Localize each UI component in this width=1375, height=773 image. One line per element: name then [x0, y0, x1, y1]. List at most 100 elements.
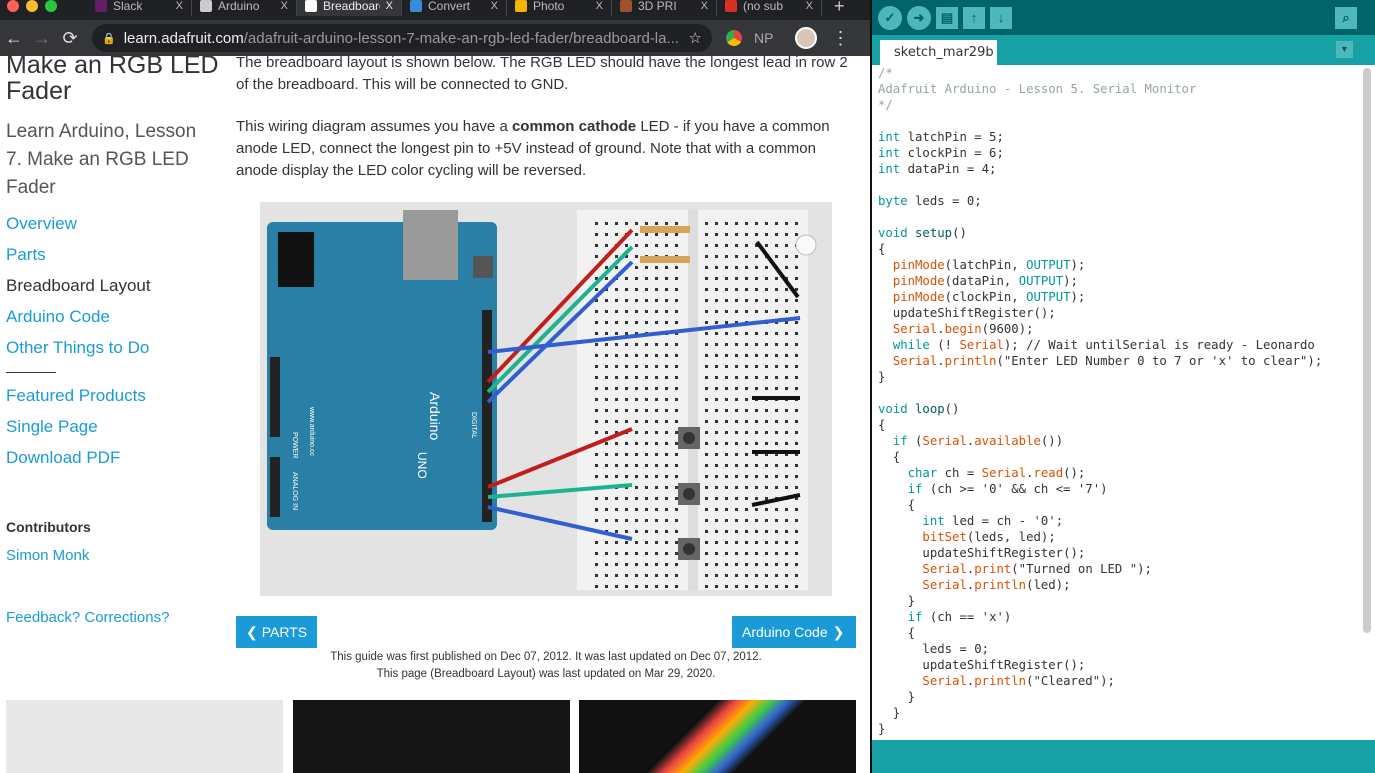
- breadboard-hole: [725, 332, 728, 335]
- breadboard-hole: [765, 387, 768, 390]
- breadboard-hole: [605, 563, 608, 566]
- breadboard-hole: [615, 442, 618, 445]
- save-sketch-icon[interactable]: ↓: [990, 6, 1012, 29]
- breadboard-hole: [745, 508, 748, 511]
- tab-close-icon[interactable]: X: [700, 0, 708, 12]
- breadboard-hole: [635, 530, 638, 533]
- breadboard-hole: [775, 574, 778, 577]
- contributor-link[interactable]: Simon Monk: [6, 547, 90, 564]
- tab-close-icon[interactable]: X: [280, 0, 288, 12]
- new-tab-button[interactable]: +: [834, 0, 845, 16]
- next-page-button[interactable]: Arduino Code❯: [732, 616, 856, 648]
- breadboard-hole: [655, 574, 658, 577]
- extension-np[interactable]: NP: [754, 30, 774, 46]
- tab-close-icon[interactable]: X: [175, 0, 183, 12]
- breadboard-hole: [715, 453, 718, 456]
- forward-button[interactable]: →: [33, 27, 51, 48]
- product-image-cable[interactable]: [293, 700, 570, 773]
- breadboard-hole: [645, 464, 648, 467]
- breadboard-hole: [605, 574, 608, 577]
- code-line: leds = 0;: [878, 641, 1362, 657]
- breadboard-hole: [725, 585, 728, 588]
- tab-close-icon[interactable]: X: [595, 0, 603, 12]
- product-image-buttons[interactable]: [6, 700, 283, 773]
- breadboard-hole: [765, 431, 768, 434]
- code-line: byte leds = 0;: [878, 193, 1362, 209]
- breadboard-hole: [745, 453, 748, 456]
- product-image-jumper-wires[interactable]: [579, 700, 856, 773]
- back-button[interactable]: ←: [5, 27, 23, 48]
- nav-single-page[interactable]: Single Page: [6, 417, 98, 436]
- code-editor[interactable]: /*Adafruit Arduino - Lesson 5. Serial Mo…: [872, 65, 1362, 740]
- breadboard-hole: [745, 497, 748, 500]
- breadboard-hole: [705, 508, 708, 511]
- bookmark-star-icon[interactable]: ☆: [688, 30, 702, 47]
- chrome-extension-icon[interactable]: [726, 30, 742, 46]
- breadboard-hole: [595, 519, 598, 522]
- profile-avatar[interactable]: [795, 27, 818, 49]
- sketch-tab[interactable]: sketch_mar29b: [880, 40, 997, 65]
- tab-close-icon[interactable]: X: [385, 0, 393, 12]
- breadboard-hole: [615, 255, 618, 258]
- nav-parts[interactable]: Parts: [6, 245, 46, 264]
- code-token: void: [878, 226, 908, 240]
- tab-menu-chevron-down-icon[interactable]: ▼: [1336, 41, 1353, 58]
- breadboard-hole: [675, 453, 678, 456]
- nav-arduino-code[interactable]: Arduino Code: [6, 307, 110, 326]
- reload-button[interactable]: ⟳: [62, 27, 78, 48]
- minimize-window-button[interactable]: [26, 0, 38, 12]
- nav-download-pdf[interactable]: Download PDF: [6, 448, 121, 467]
- breadboard-hole: [715, 420, 718, 423]
- editor-scrollbar[interactable]: [1363, 68, 1371, 633]
- breadboard-hole: [605, 475, 608, 478]
- nav-breadboard-layout[interactable]: Breadboard Layout: [6, 276, 151, 295]
- verify-icon[interactable]: ✓: [878, 5, 902, 30]
- code-token: void: [878, 402, 908, 416]
- code-token: .: [966, 674, 975, 688]
- new-sketch-icon[interactable]: ▤: [936, 6, 958, 29]
- breadboard-hole: [765, 376, 768, 379]
- breadboard-hole: [625, 288, 628, 291]
- breadboard-hole: [745, 574, 748, 577]
- nav-other-things[interactable]: Other Things to Do: [6, 338, 150, 357]
- feedback-link[interactable]: Feedback? Corrections?: [6, 609, 170, 626]
- close-window-button[interactable]: [7, 0, 19, 12]
- breadboard-hole: [785, 233, 788, 236]
- breadboard-hole: [635, 321, 638, 324]
- code-token: setup: [915, 226, 953, 240]
- lock-icon: 🔒: [102, 32, 116, 45]
- breadboard-hole: [775, 409, 778, 412]
- tab-close-icon[interactable]: X: [490, 0, 498, 12]
- breadboard-hole: [795, 255, 798, 258]
- tab-favicon-icon: [515, 0, 527, 12]
- breadboard-hole: [795, 266, 798, 269]
- breadboard-hole: [755, 277, 758, 280]
- menu-icon[interactable]: ⋮: [831, 27, 850, 48]
- breadboard-hole: [615, 552, 618, 555]
- breadboard-hole: [705, 288, 708, 291]
- breadboard-hole: [665, 420, 668, 423]
- code-line: if (ch == 'x'): [878, 609, 1362, 625]
- breadboard-hole: [765, 530, 768, 533]
- breadboard-hole: [735, 475, 738, 478]
- upload-icon[interactable]: ➜: [907, 5, 931, 30]
- tab-close-icon[interactable]: X: [805, 0, 813, 12]
- breadboard-hole: [785, 574, 788, 577]
- url-input[interactable]: 🔒learn.adafruit.com/adafruit-arduino-les…: [92, 24, 712, 52]
- breadboard-hole: [785, 222, 788, 225]
- breadboard-hole: [675, 354, 678, 357]
- prev-page-button[interactable]: ❮PARTS: [236, 616, 318, 648]
- nav-overview[interactable]: Overview: [6, 214, 77, 233]
- nav-featured-products[interactable]: Featured Products: [6, 386, 146, 405]
- code-line: updateShiftRegister();: [878, 657, 1362, 673]
- zoom-window-button[interactable]: [45, 0, 57, 12]
- serial-monitor-icon[interactable]: ⌕: [1335, 6, 1357, 29]
- open-sketch-icon[interactable]: ↑: [963, 6, 985, 29]
